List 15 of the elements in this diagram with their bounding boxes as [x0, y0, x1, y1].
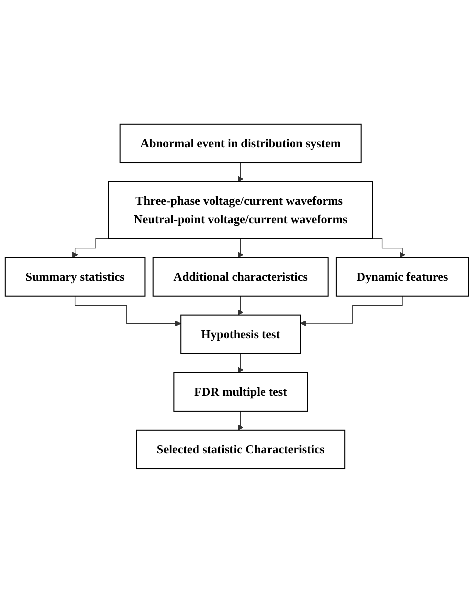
node-box: FDR multiple test — [174, 372, 308, 412]
arrow — [238, 296, 244, 316]
arrow — [238, 411, 244, 431]
arrow — [238, 354, 244, 374]
arrow — [238, 162, 244, 182]
arrow — [238, 238, 244, 258]
node-box: Dynamic features — [336, 258, 470, 298]
node-box: Abnormal event in distribution system — [120, 124, 362, 164]
node-box: Selected statistic Characteristics — [136, 430, 346, 470]
node-box: Three-phase voltage/current waveforms Neutral-point voltage/current waveforms — [108, 182, 374, 240]
arrow — [74, 296, 182, 328]
node-box: Summary statistics — [4, 258, 146, 298]
node-box: Hypothesis test — [180, 315, 302, 355]
arrow — [300, 296, 403, 327]
node-box: Additional characteristics — [152, 258, 329, 298]
